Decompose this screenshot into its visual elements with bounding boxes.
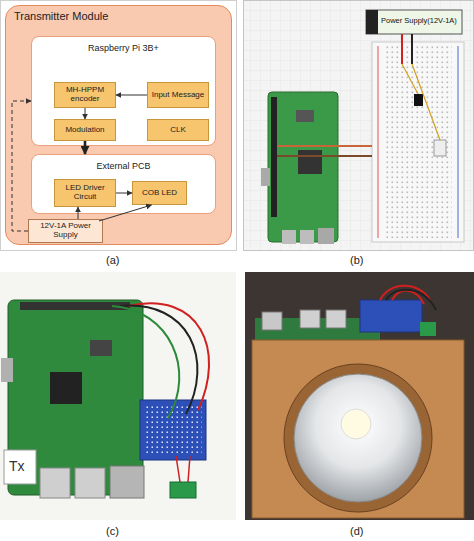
connector-arrow: [85, 108, 86, 119]
group-box: Raspberry Pi 3B+ MH-HPPM encoder Input Mes…: [31, 36, 216, 146]
panel-a-frame: [1, 1, 237, 251]
group-title: Raspberry Pi 3B+: [32, 43, 215, 53]
jumper-wire: [402, 64, 440, 140]
led-component: [434, 140, 446, 156]
grid: [244, 1, 473, 250]
process-box: Input Message: [147, 82, 209, 108]
connector-arrow: [84, 141, 87, 154]
cardboard-housing: [252, 340, 464, 518]
box-label: Input Message: [152, 91, 204, 100]
box-label: CLK: [170, 126, 186, 135]
part-label: Power Supply(12V-1A): [381, 16, 457, 25]
box-label: MH-HPPM encoder: [57, 86, 113, 104]
hdmi-port: [261, 168, 270, 186]
paper-tag: [4, 450, 36, 484]
process-box: COB LED: [132, 181, 187, 205]
ethernet-port: [262, 312, 282, 330]
breadboard-holes: [144, 404, 202, 456]
panel-label: (b): [350, 254, 363, 266]
process-box: MH-HPPM encoder: [54, 82, 116, 108]
dashed-arrow: [12, 101, 31, 231]
module-box: Transmitter ModuleRaspberry Pi 3B+ MH-HPP…: [5, 5, 232, 245]
panel-label: (a): [106, 254, 119, 266]
supply-wire: [176, 456, 190, 482]
process-box: CLK: [147, 119, 209, 141]
chip: [296, 110, 314, 122]
connector-arrow: [99, 205, 152, 221]
box-label: 12V-1A Power Supply: [31, 222, 100, 240]
black-wire: [120, 306, 197, 414]
process-box: LED Driver Circuit: [54, 179, 116, 207]
group-title: External PCB: [32, 161, 215, 171]
usb-port: [326, 310, 346, 328]
box-label: LED Driver Circuit: [57, 184, 113, 202]
power-jack: [366, 10, 378, 34]
handwritten-tag: Tx: [9, 458, 25, 474]
soc-chip: [50, 372, 82, 404]
connector-arrow: [78, 207, 79, 219]
led-lens: [294, 374, 422, 502]
chip: [90, 340, 112, 356]
usb-port: [282, 230, 296, 244]
cob-led-chip: [341, 409, 371, 439]
red-wire: [401, 34, 403, 64]
connector-arrow: [116, 95, 147, 96]
black-wire: [386, 290, 436, 310]
hdmi-port: [1, 358, 13, 382]
raspberry-pi-board: [268, 92, 338, 242]
gpio-header: [271, 97, 277, 217]
breadboard: [372, 42, 464, 242]
photo-d: [245, 272, 474, 520]
transistor: [414, 94, 423, 106]
usb-port: [40, 468, 70, 498]
signal-wire: [277, 145, 372, 147]
box-label: COB LED: [142, 189, 177, 198]
soc-chip: [298, 150, 322, 174]
photo-c: [0, 272, 236, 520]
usb-port: [300, 230, 314, 244]
process-box: 12V-1A Power Supply: [28, 219, 103, 243]
black-wire: [411, 34, 413, 64]
ethernet-port: [318, 228, 334, 244]
group-box: External PCB LED Driver Circuit COB LED: [31, 154, 216, 214]
panel-border: [1, 1, 237, 251]
panel-label: (c): [106, 525, 119, 537]
usb-port: [75, 468, 105, 498]
usb-port: [300, 310, 320, 328]
lens-cutout: [284, 364, 432, 512]
connector-arrow: [116, 193, 132, 194]
ethernet-port: [110, 466, 144, 498]
panel-border: [244, 1, 474, 251]
panel-label: (d): [350, 525, 363, 537]
green-wire: [112, 306, 179, 418]
terminal-block: [170, 482, 196, 498]
breadboard-holes: [384, 46, 452, 238]
module-title: Transmitter Module: [14, 10, 108, 22]
fritzing-panel: [244, 1, 474, 251]
box-label: Modulation: [65, 126, 104, 135]
breadboard: [360, 300, 422, 332]
photo-background: [245, 272, 474, 520]
terminal-block: [420, 322, 436, 336]
photo-background: [0, 272, 236, 520]
ground-wire: [277, 155, 372, 157]
power-supply-module: [366, 10, 462, 34]
process-box: Modulation: [54, 119, 116, 141]
power-rail: [378, 46, 379, 238]
ground-rail: [458, 46, 459, 238]
